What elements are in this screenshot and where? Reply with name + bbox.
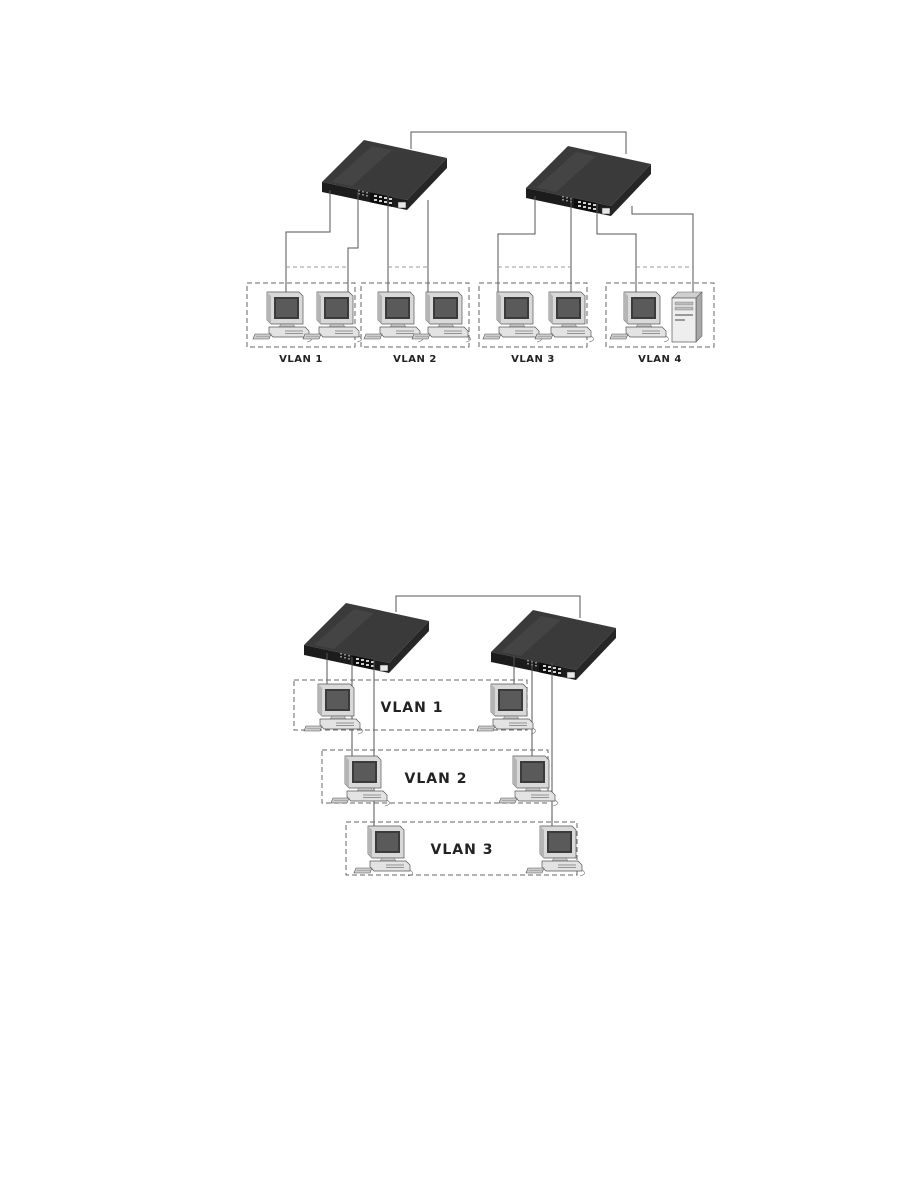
computer-icon <box>477 684 536 734</box>
trunk-link <box>411 132 626 154</box>
switch-icon <box>304 603 429 673</box>
computer-icon <box>354 826 413 876</box>
vlan-label: VLAN 4 <box>638 354 682 365</box>
switch-icon <box>322 140 447 210</box>
server-icon <box>672 292 702 342</box>
vlan-label: VLAN 1 <box>279 354 323 365</box>
vlan-label: VLAN 3 <box>511 354 555 365</box>
computer-icon <box>483 292 542 342</box>
computer-icon <box>499 756 558 806</box>
computer-icon <box>253 292 312 342</box>
diagram-2: VLAN 1 VLAN 2 VLAN 3 <box>294 596 616 876</box>
switch-icon <box>526 146 651 216</box>
computer-icon <box>412 292 471 342</box>
computer-icon <box>526 826 585 876</box>
vlan-label: VLAN 2 <box>393 354 437 365</box>
computer-icon <box>535 292 594 342</box>
diagram-1: VLAN 1 VLAN 2 VLAN 3 VLAN 4 <box>247 132 714 365</box>
vlan-label: VLAN 2 <box>405 771 468 787</box>
switch-icon <box>491 610 616 680</box>
vlan-label: VLAN 1 <box>381 700 444 716</box>
computer-icon <box>331 756 390 806</box>
computer-icon <box>610 292 669 342</box>
cable-group <box>286 190 693 296</box>
computer-icon <box>304 684 363 734</box>
computer-icon <box>303 292 362 342</box>
vlan-label: VLAN 3 <box>431 842 494 858</box>
